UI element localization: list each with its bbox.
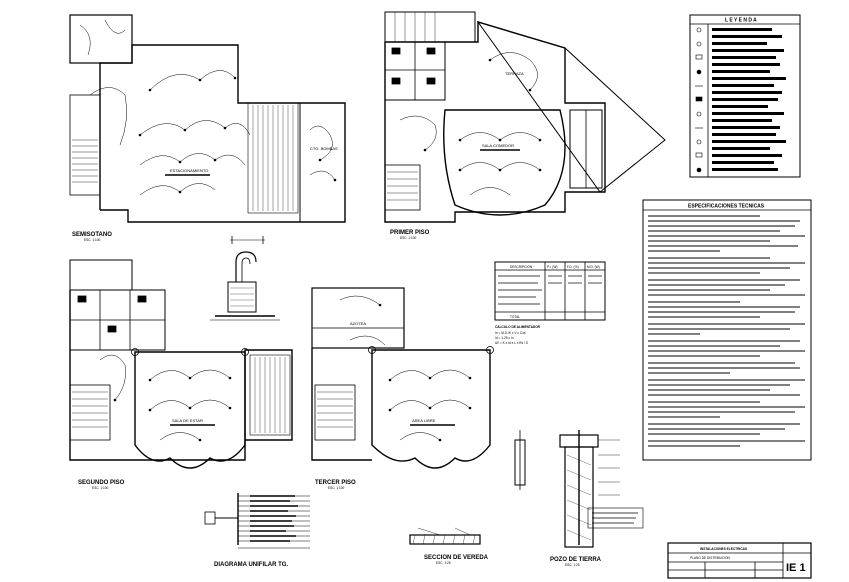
view-title-second: SEGUNDO PISO: [78, 480, 125, 486]
load-table: DESCRIPCION P.I. (W) F.D. (%) M.D. (W) T…: [494, 261, 606, 345]
sheet-number: IE 1: [786, 562, 806, 574]
view-title-ground: POZO DE TIERRA: [550, 557, 602, 563]
room-label: AREA LIBRE: [412, 418, 436, 423]
view-title-diagram: DIAGRAMA UNIFILAR TG.: [214, 562, 288, 568]
ground-well-detail: POZO DE TIERRA ESC. 1:25: [514, 430, 644, 567]
view-scale: ESC. 1:25: [565, 563, 580, 567]
calc-title: CALCULO DE ALIMENTADOR: [495, 325, 541, 329]
third-floor-plan: AREA LIBRE AZOTEA TERCER PISO ESC. 1:100: [311, 287, 494, 490]
view-scale: ESC. 1:100: [400, 236, 417, 240]
calc-line: AV = K x Id x L x Rs / S: [495, 341, 528, 345]
specs-title: ESPECIFICACIONES TECNICAS: [688, 204, 765, 210]
view-scale: ESC. 1:100: [92, 486, 109, 490]
sidewalk-section: SECCION DE VEREDA ESC. 1:25: [409, 527, 489, 565]
first-floor-plan: SALA COMEDOR TERRAZA PRIMER PISO ESC. 1:…: [384, 11, 666, 240]
title-block: INSTALACIONES ELECTRICAS PLANO DE DISTRI…: [667, 542, 812, 579]
view-scale: ESC. 1:100: [84, 238, 101, 242]
room-label: ESTACIONAMIENTO: [170, 168, 208, 173]
table-header: P.I. (W): [547, 265, 557, 269]
view-title-third: TERCER PISO: [315, 480, 356, 486]
legend-table: L E Y E N D A: [689, 14, 801, 178]
single-line-diagram: DIAGRAMA UNIFILAR TG.: [204, 493, 310, 568]
view-title-first: PRIMER PISO: [390, 230, 430, 236]
table-header: M.D. (W): [587, 265, 600, 269]
legend-title: L E Y E N D A: [725, 18, 757, 24]
view-title-basement: SEMISOTANO: [72, 232, 112, 238]
room-label: SALA DE ESTAR: [172, 418, 203, 423]
view-scale: ESC. 1:100: [328, 486, 345, 490]
table-total-label: TOTAL: [510, 315, 520, 319]
basement-floor-plan: ESTACIONAMIENTO CTO. BOMBAS SEMISOTANO E…: [69, 14, 346, 242]
view-title-sidewalk: SECCION DE VEREDA: [424, 555, 489, 561]
view-scale: ESC. 1:25: [436, 561, 451, 565]
room-label: AZOTEA: [350, 321, 366, 326]
room-label: SALA COMEDOR: [482, 143, 514, 148]
technical-specifications: ESPECIFICACIONES TECNICAS: [642, 199, 812, 461]
title-plan: PLANO DE DISTRIBUCION: [690, 556, 731, 560]
room-label: TERRAZA: [505, 71, 524, 76]
room-label: CTO. BOMBAS: [310, 146, 338, 151]
title-project: INSTALACIONES ELECTRICAS: [700, 547, 747, 551]
table-header: DESCRIPCION: [510, 265, 533, 269]
calc-line: In = M.D./K x V x Cos: [495, 331, 526, 335]
calc-line: Id = 1.25 x In: [495, 336, 514, 340]
table-header: F.D. (%): [567, 265, 579, 269]
foundation-detail: [210, 236, 280, 321]
second-floor-plan: SALA DE ESTAR SEGUNDO PISO ESC. 1:100: [69, 259, 293, 490]
